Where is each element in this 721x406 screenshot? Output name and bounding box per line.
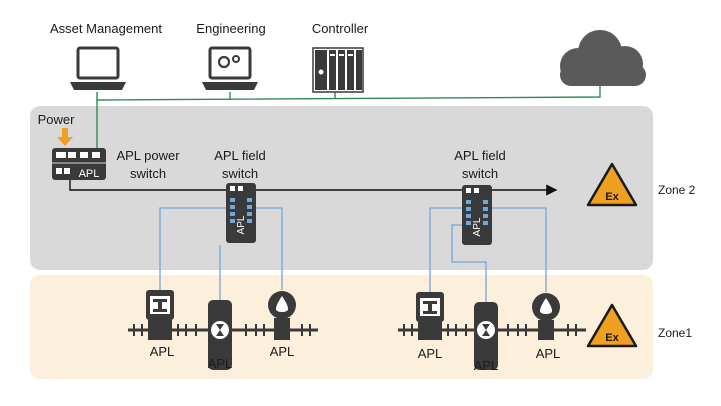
power-label: Power [38,112,76,127]
apl-field-switch-2-badge: APL [472,217,483,236]
engineering-laptop-icon [202,46,258,90]
power-arrow-icon [57,128,73,146]
ethernet-backbone [96,85,601,150]
apl-field-switch-2-label-2: switch [462,166,498,181]
ex-warning-text-zone2: Ex [605,191,619,203]
zone1-label: Zone1 [658,326,692,340]
apl-field-switch-2 [462,185,492,245]
apl-field-switch-2-label-1: APL field [454,148,506,163]
zone2-label: Zone 2 [658,183,696,197]
zone2-area [30,106,653,270]
apl-power-switch-label-2: switch [130,166,166,181]
apl-field-switch-1 [226,183,256,243]
level-sensor-icon-2 [532,293,560,340]
asset-management-label: Asset Management [50,21,162,36]
device-label-4: APL [418,346,443,361]
apl-field-switch-1-label-2: switch [222,166,258,181]
device-label-6: APL [536,346,561,361]
device-label-2: APL [208,356,233,371]
device-label-3: APL [270,344,295,359]
asset-management-laptop-icon [70,46,126,90]
device-label-5: APL [474,358,499,373]
apl-power-switch [52,148,106,180]
apl-field-switch-1-label-1: APL field [214,148,266,163]
engineering-label: Engineering [196,21,265,36]
ex-warning-text-zone1: Ex [605,332,619,344]
apl-power-switch-badge: APL [79,168,100,180]
controller-label: Controller [312,21,369,36]
device-label-1: APL [150,344,175,359]
apl-field-switch-1-badge: APL [236,215,247,234]
controller-icon [312,47,364,93]
zone1-area [30,275,653,379]
flowmeter-icon-1 [208,300,232,370]
cloud-icon [560,30,646,86]
ex-warning-icon-zone1 [586,303,638,348]
flowmeter-icon-2 [474,302,498,370]
level-sensor-icon-1 [268,291,296,340]
pressure-transmitter-icon-2 [416,292,444,340]
ex-warning-icon-zone2 [586,162,638,207]
pressure-transmitter-icon-1 [146,290,174,340]
apl-spurs [159,207,547,302]
pipe-flange-ticks [133,324,577,336]
apl-power-switch-label-1: APL power [116,148,180,163]
